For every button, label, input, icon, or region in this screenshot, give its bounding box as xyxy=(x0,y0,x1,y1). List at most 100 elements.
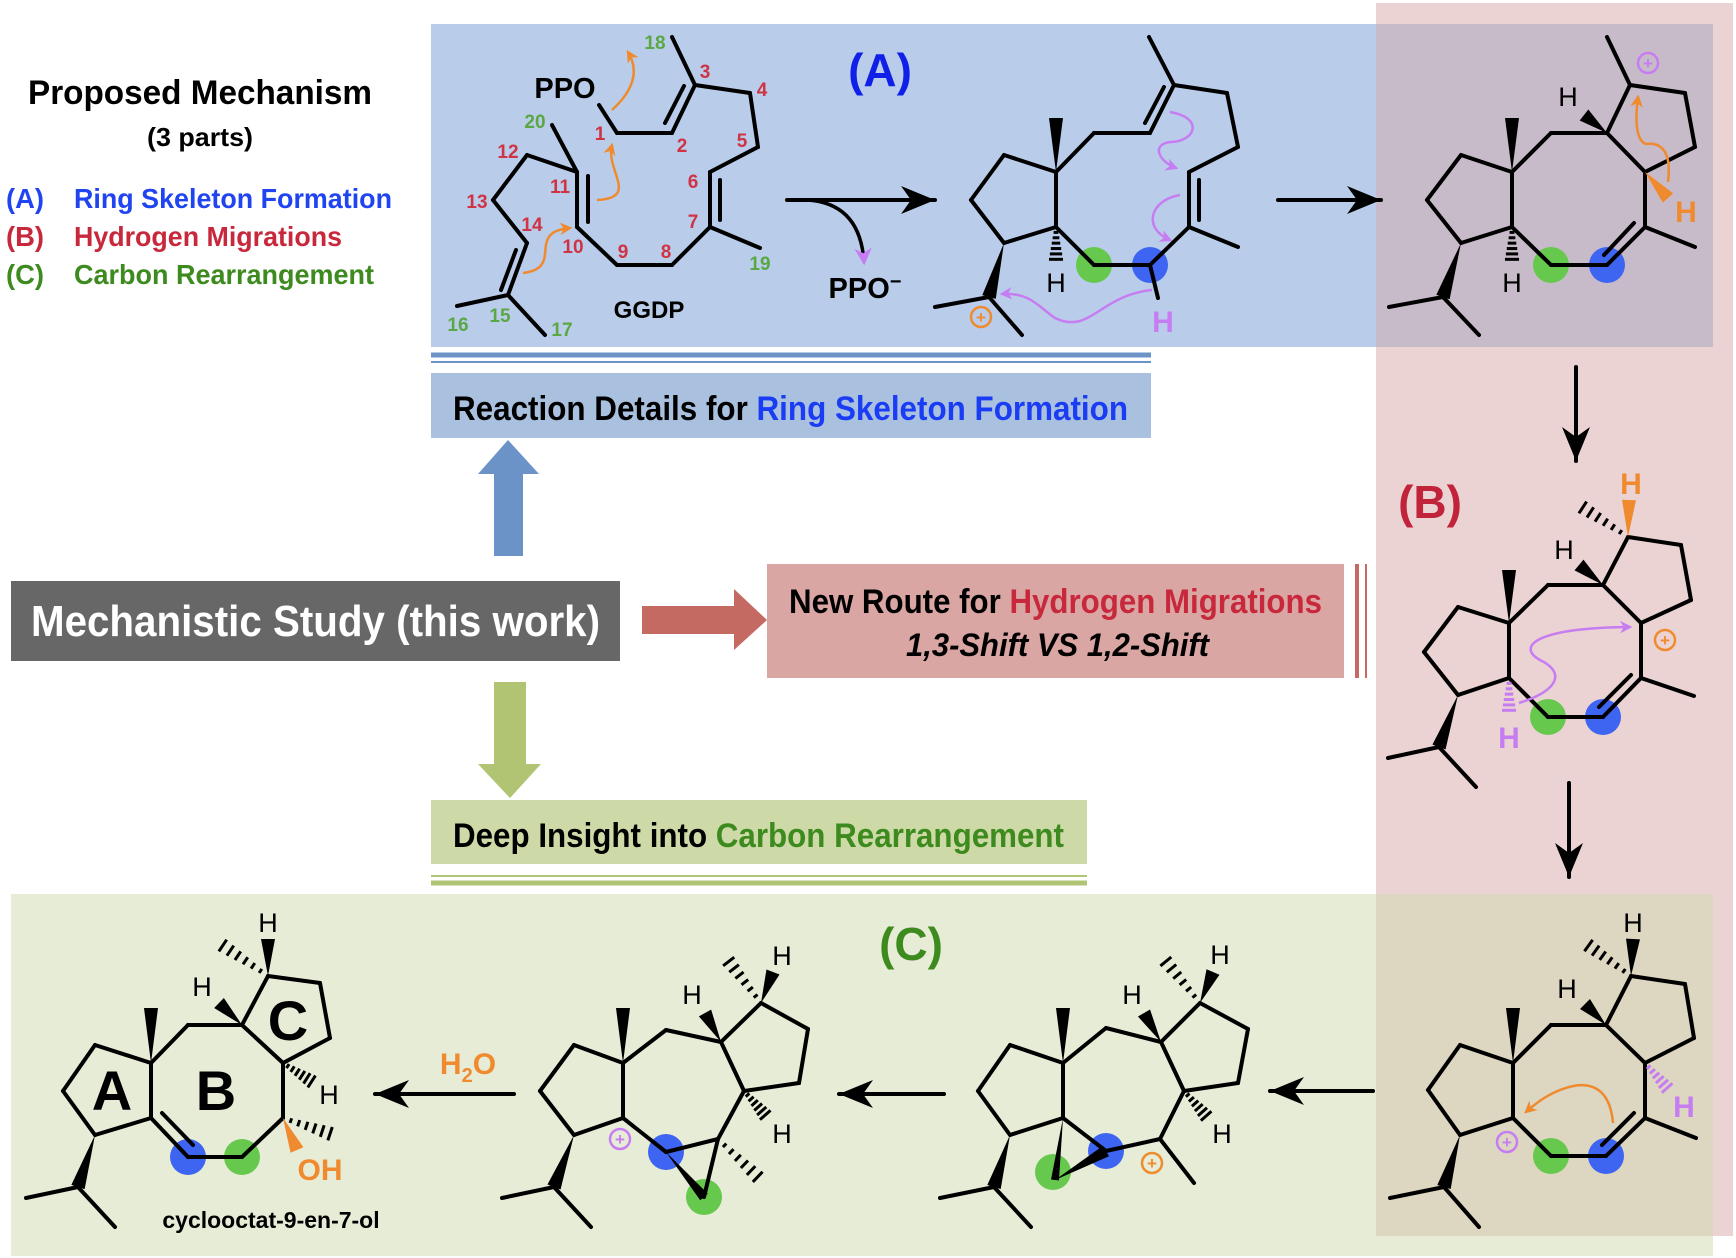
bond xyxy=(1426,1088,1462,1137)
deep-insight-box[interactable] xyxy=(431,800,1087,864)
hash-bond xyxy=(1598,950,1607,961)
wedge-bond xyxy=(1505,118,1519,172)
bond xyxy=(1679,543,1693,602)
electron-arrow xyxy=(1518,620,1633,705)
bond xyxy=(742,1081,801,1093)
hash-bond xyxy=(1654,1075,1665,1085)
hash-bond xyxy=(1178,978,1188,987)
subtitle: (3 parts) xyxy=(147,122,253,152)
wedge-bond xyxy=(1506,1008,1520,1063)
atom-label: H xyxy=(192,972,212,1002)
bond xyxy=(149,1023,190,1065)
hash-bond xyxy=(1199,1110,1213,1122)
bond xyxy=(61,1089,97,1137)
title: Proposed Mechanism xyxy=(28,74,372,112)
product-name: cyclooctat-9-en-7-ol xyxy=(162,1207,379,1233)
arrowhead xyxy=(1347,186,1381,214)
carbon-number: 4 xyxy=(757,80,768,101)
atom-label: H xyxy=(682,980,702,1010)
migrating-hydrogen: H xyxy=(1498,722,1520,755)
intermediate-6: HHH+ xyxy=(500,941,810,1229)
carbon-number: 11 xyxy=(550,177,571,198)
arrowhead xyxy=(901,186,935,214)
arrowhead xyxy=(1270,1077,1304,1105)
bond xyxy=(525,153,579,174)
hash-bond xyxy=(1613,962,1621,970)
carbon-number: 18 xyxy=(644,33,665,54)
bond xyxy=(1510,225,1553,267)
hash-bond xyxy=(733,1153,742,1163)
reaction-arrow-6 xyxy=(837,1080,946,1108)
bond xyxy=(1158,1089,1186,1141)
electron-arrow xyxy=(1151,193,1181,242)
bond xyxy=(1159,1040,1186,1093)
carbon-number: 3 xyxy=(700,62,711,83)
bond xyxy=(1597,673,1633,709)
hash-bond xyxy=(1585,506,1595,519)
bond xyxy=(1511,1116,1553,1158)
hash-bond xyxy=(1651,1071,1661,1080)
legend-label-b: Hydrogen Migrations xyxy=(74,221,342,252)
hash-bond xyxy=(1593,512,1602,523)
bond xyxy=(719,1001,763,1044)
new-route-subtitle: 1,3-Shift VS 1,2-Shift xyxy=(906,627,1210,663)
bond xyxy=(693,83,752,95)
hash-bond xyxy=(753,1102,764,1112)
bond xyxy=(1187,225,1240,249)
bond xyxy=(992,1185,1033,1229)
ring-label-b: B xyxy=(196,1059,236,1122)
atom-label: H xyxy=(1623,908,1643,938)
carbon-number: 12 xyxy=(497,142,518,163)
new-route-box[interactable] xyxy=(767,564,1344,678)
bond xyxy=(1605,83,1632,135)
cation-charge-icon xyxy=(608,1127,632,1151)
bond xyxy=(506,293,547,337)
reaction-details-box[interactable] xyxy=(431,373,1151,438)
reaction-arrow-4 xyxy=(1555,781,1583,879)
bond xyxy=(1639,598,1693,625)
cation-plus-sign: + xyxy=(1147,1154,1157,1173)
deep-insight-text: Deep Insight into Carbon Rearrangement xyxy=(453,817,1064,855)
cation-plus-sign: + xyxy=(1660,631,1670,650)
wedge-bond xyxy=(261,939,275,976)
electron-arrow xyxy=(999,287,1153,324)
mechanistic-study-box[interactable] xyxy=(11,581,620,661)
bond xyxy=(1422,650,1460,697)
wedge-bond xyxy=(666,1152,708,1201)
bond xyxy=(1643,225,1697,249)
carbon-number: 8 xyxy=(661,242,672,263)
hash-bond xyxy=(1184,1092,1191,1098)
carbon-number: 17 xyxy=(551,320,572,341)
atom-label: H xyxy=(1554,535,1574,565)
bond xyxy=(1143,85,1166,125)
bond xyxy=(1441,295,1481,337)
bond xyxy=(455,293,510,308)
bond xyxy=(1008,1116,1065,1137)
hash-bond xyxy=(747,1095,755,1103)
wedge-bond xyxy=(1580,999,1606,1025)
hash-bond xyxy=(225,944,235,957)
hash-bond xyxy=(257,968,264,974)
hash-bond xyxy=(306,1074,317,1089)
bond xyxy=(1510,131,1553,174)
wedge-bond xyxy=(1574,559,1603,585)
bond xyxy=(1683,91,1697,149)
cation-charge-icon xyxy=(1653,628,1677,652)
arrow-down-to-deep-insight xyxy=(478,682,541,798)
hash-bond xyxy=(1187,1095,1195,1103)
cation-charge-icon xyxy=(1140,1151,1164,1175)
bond xyxy=(719,1040,746,1093)
hash-bond xyxy=(1583,938,1594,953)
hash-bond xyxy=(750,1099,759,1107)
carbon-number: 9 xyxy=(618,242,629,263)
hash-bond xyxy=(1645,1064,1652,1070)
bond xyxy=(748,91,760,149)
bond xyxy=(1511,1023,1553,1065)
bond xyxy=(500,1185,556,1200)
bond xyxy=(708,145,760,174)
hash-bond xyxy=(1590,944,1601,957)
bond xyxy=(575,225,619,267)
carbon-number: 20 xyxy=(524,112,545,133)
